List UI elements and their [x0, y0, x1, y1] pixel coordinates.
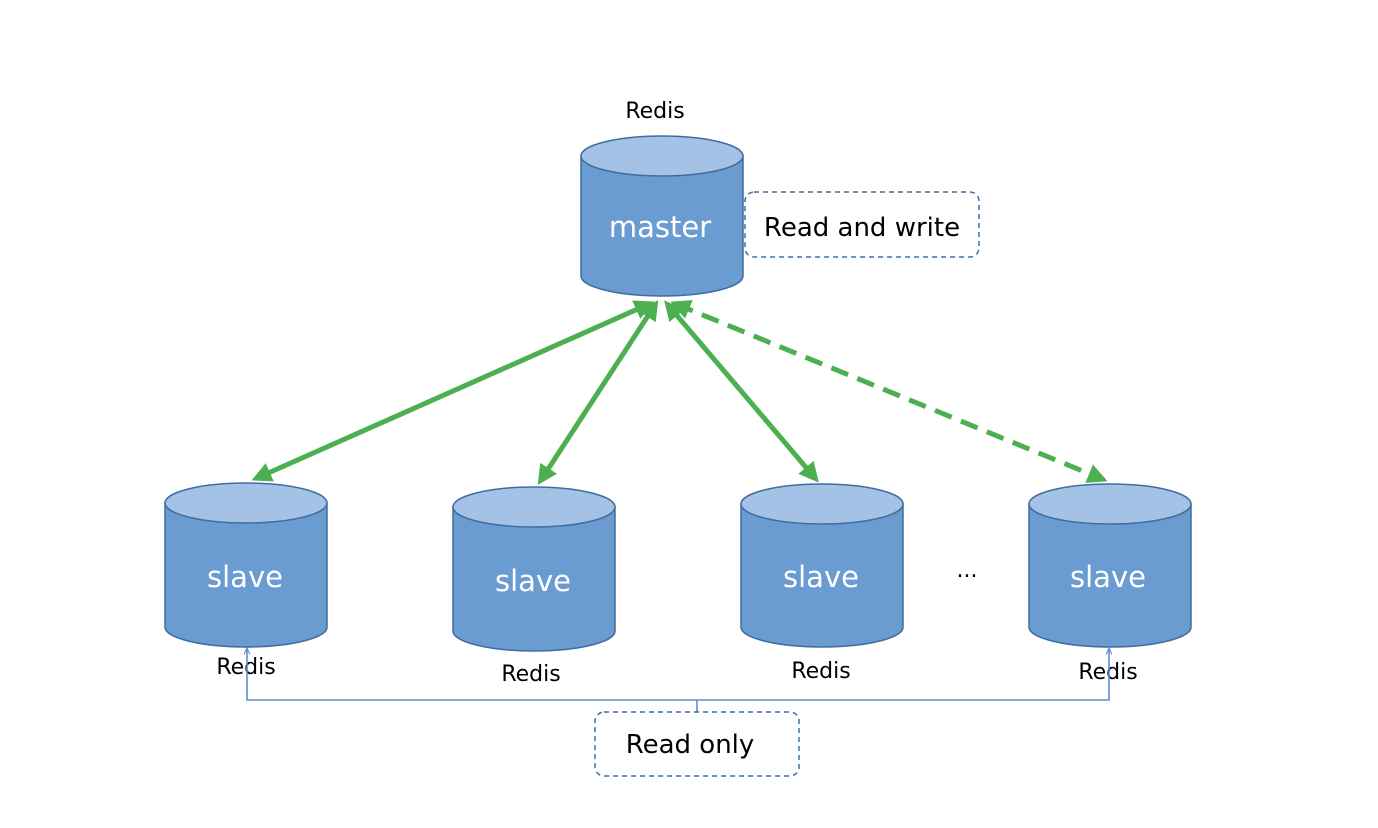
slave-caption-3: Redis: [791, 659, 850, 684]
read-write-note-text: Read and write: [764, 213, 960, 243]
master-database-icon: [580, 135, 744, 297]
sync-arrow-slave-2: [537, 299, 659, 486]
slave-database-icon-4: [1028, 483, 1192, 648]
slave-caption-4: Redis: [1078, 660, 1137, 685]
read-write-note: Read and write: [744, 191, 980, 258]
master-label: master: [609, 210, 711, 244]
slave-database-icon-3: [740, 483, 904, 648]
read-connector-right: [697, 649, 1109, 701]
slave-caption-1: Redis: [216, 655, 275, 680]
sync-arrow-slave-1: [251, 300, 655, 482]
slave-label-1: slave: [207, 560, 283, 594]
slave-database-icon-1: [164, 482, 328, 648]
slave-caption-2: Redis: [501, 662, 560, 687]
slave-database-icon-2: [452, 486, 616, 652]
slave-label-4: slave: [1070, 560, 1146, 594]
read-only-note: Read only: [594, 711, 800, 777]
read-connector-left: [247, 649, 697, 701]
master-caption: Redis: [625, 99, 684, 124]
more-slaves-ellipsis: ...: [957, 558, 978, 583]
slave-label-2: slave: [495, 564, 571, 598]
sync-arrow-slave-4-dashed: [670, 300, 1108, 483]
slave-label-3: slave: [783, 560, 859, 594]
read-only-note-text: Read only: [626, 730, 755, 760]
